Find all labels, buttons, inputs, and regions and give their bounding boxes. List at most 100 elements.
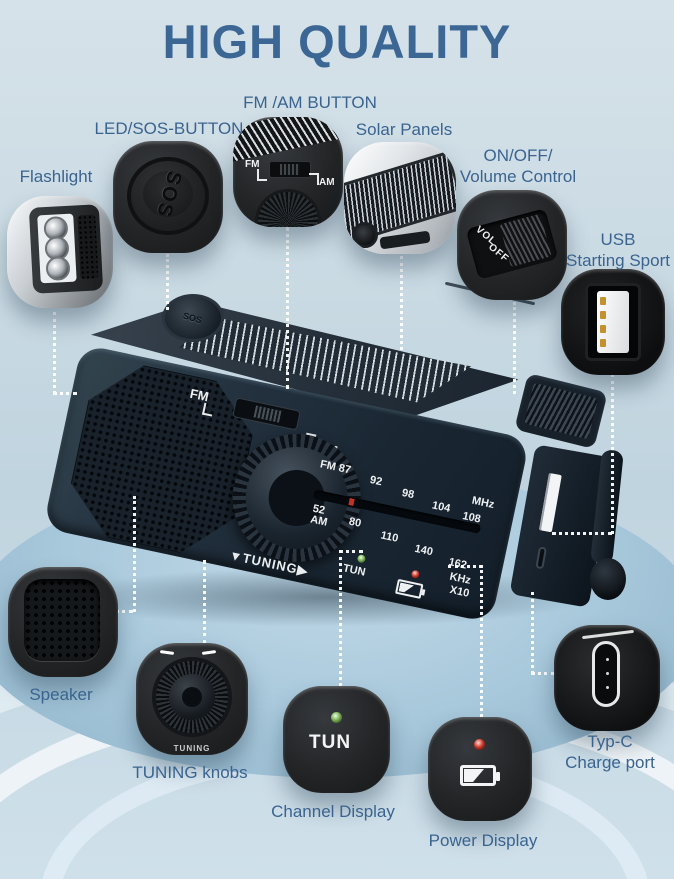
label-fm-am-button: FM /AM BUTTON	[243, 93, 377, 112]
inset-usb-port	[561, 269, 665, 375]
connector-speaker	[133, 496, 136, 612]
label-usb-port: USB Starting Sport	[566, 229, 670, 271]
label-solar-panels: Solar Panels	[355, 120, 453, 139]
typec-oval-port	[592, 641, 620, 707]
label-on-off-volume: ON/OFF/ Volume Control	[460, 145, 576, 187]
connector-power	[480, 565, 483, 717]
label-typec-line2: Charge port	[565, 753, 655, 772]
tuning-dial-marker	[348, 498, 355, 506]
fm-am-slider-ribs	[280, 164, 300, 175]
connector-flashlight-h	[53, 392, 77, 395]
connector-typec-h	[531, 672, 555, 675]
inset-tuning-knob: TUNING	[136, 643, 248, 755]
connector-typec	[531, 592, 534, 674]
freq-140: 140	[413, 542, 434, 559]
typec-highlight	[582, 629, 634, 640]
freq-am-band: AM	[309, 513, 329, 529]
battery-fill	[399, 582, 415, 594]
connector-tuning-knob	[203, 560, 206, 644]
radio-battery-icon	[394, 578, 424, 599]
usb-tongue	[597, 291, 629, 353]
volume-recess: VOL OFF	[465, 208, 559, 280]
fm-am-fm-label: FM	[245, 159, 260, 170]
radio-tun-led	[356, 554, 367, 564]
connector-power-h	[448, 565, 482, 568]
label-usb-line2: Starting Sport	[566, 251, 670, 270]
label-typec-charge-port: Typ-C Charge port	[565, 731, 655, 773]
inset-solar-panel	[344, 142, 456, 254]
label-flashlight: Flashlight	[19, 167, 93, 186]
freq-92: 92	[368, 473, 384, 489]
label-on-off-line2: Volume Control	[459, 167, 577, 186]
label-tuning-knobs: TUNING knobs	[132, 763, 248, 782]
label-channel-display: Channel Display	[271, 802, 395, 821]
power-red-led	[474, 739, 485, 750]
flashlight-led-3	[45, 255, 71, 282]
freq-104: 104	[430, 499, 452, 516]
radio-typec-port	[535, 546, 547, 570]
label-on-off-line1: ON/OFF/	[483, 146, 553, 165]
channel-tun-text: TUN	[309, 732, 352, 753]
radio-usb-port	[538, 472, 562, 533]
usb-port-frame	[585, 283, 641, 361]
flashlight-led-panel	[37, 213, 77, 284]
usb-pin-3	[600, 325, 606, 333]
label-speaker: Speaker	[29, 685, 93, 704]
freq-52-am: 52 AM	[309, 503, 328, 529]
inset-sos-button: SOS	[113, 141, 223, 253]
power-battery-icon	[460, 765, 500, 786]
inset-speaker	[8, 567, 118, 677]
tuning-inset-tick-right	[201, 650, 217, 655]
usb-pin-2	[600, 311, 606, 319]
connector-flashlight	[53, 312, 56, 394]
inset-typec-port	[554, 625, 660, 731]
fm-am-am-label: AM	[319, 177, 335, 188]
speaker-hole-grid	[24, 579, 100, 661]
inset-fm-am-switch: FM AM	[233, 117, 343, 227]
fm-am-knurled-knob	[255, 189, 321, 227]
freq-162: 162	[447, 556, 468, 572]
flashlight-body	[28, 204, 104, 294]
radio-sos-label: SOS	[182, 310, 204, 326]
volume-wheel-ribs	[523, 382, 599, 440]
usb-pin-4	[600, 339, 606, 347]
connector-usb	[611, 374, 614, 534]
connector-sos	[166, 254, 169, 310]
connector-solar	[400, 256, 403, 350]
fm-am-slider	[269, 161, 311, 178]
connector-speaker-h	[115, 610, 133, 613]
connector-usb-h	[552, 532, 612, 535]
radio-sos-button: SOS	[162, 294, 224, 342]
inset-flashlight	[7, 196, 113, 308]
radio-product-photo: SOS FM AM FM 87 92 98 104 108 MHz 52 AM	[42, 272, 626, 627]
freq-98: 98	[400, 486, 416, 502]
typec-pin-1	[606, 658, 609, 661]
solar-inset-knob	[352, 222, 378, 248]
flashlight-grille-texture	[77, 214, 99, 280]
inset-volume-control: VOL OFF	[457, 190, 567, 300]
freq-mhz: MHz	[470, 494, 496, 512]
label-led-sos-button: LED/SOS-BUTTON	[94, 119, 244, 138]
fm-am-solar-stripes	[233, 117, 343, 163]
radio-volume-wheel	[514, 372, 608, 450]
tuning-inset-knob	[152, 657, 232, 737]
fm-am-bracket-right	[309, 173, 319, 185]
fm-am-bracket-left	[257, 169, 267, 181]
connector-channel-h	[339, 550, 363, 553]
sos-button-ring: SOS	[127, 157, 209, 235]
tuning-inset-tick-left	[159, 650, 175, 655]
typec-pin-3	[606, 686, 609, 689]
inset-channel-display: TUN	[283, 686, 390, 793]
sos-button-text: SOS	[151, 167, 186, 221]
label-usb-line1: USB	[600, 230, 636, 249]
freq-110: 110	[379, 529, 400, 545]
typec-pin-2	[606, 672, 609, 675]
sos-button-face: SOS	[143, 168, 193, 220]
radio-crank-grip	[590, 558, 626, 600]
connector-volume	[513, 302, 516, 394]
inset-power-display	[428, 717, 532, 821]
connector-fm-am	[286, 227, 289, 389]
band-slider-ribs	[253, 405, 282, 423]
solar-inset-trim	[379, 230, 431, 250]
